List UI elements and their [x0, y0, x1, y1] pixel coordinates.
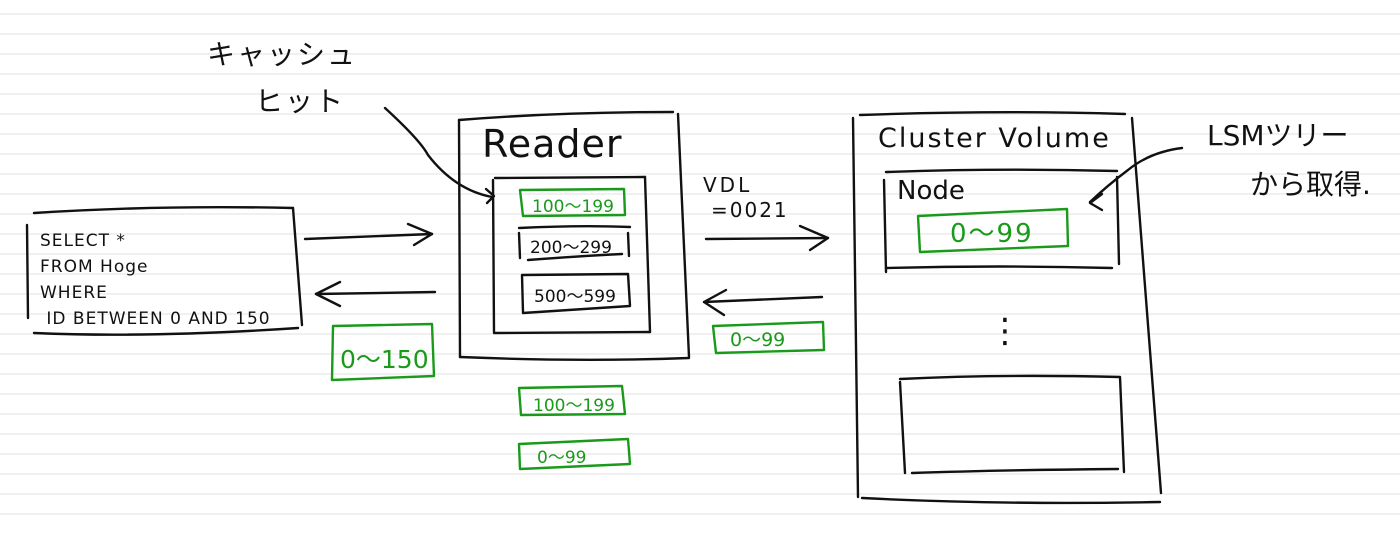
query-result-box: [330, 322, 436, 382]
reader-to-query-arrow: [314, 280, 437, 308]
reader-output-label-1: 100～199: [533, 396, 615, 416]
link-response-label: 0～99: [730, 329, 786, 351]
cache-hit-label-line1: キャッシュ: [207, 38, 358, 71]
vdl-label-line1: VDL: [703, 173, 753, 197]
reader-output-box-2-border: [517, 437, 632, 471]
cache-hit-label-line2: ヒット: [255, 85, 346, 118]
query-to-reader-arrow: [303, 222, 434, 247]
reader-output-label-2: 0～99: [537, 448, 587, 468]
cache-hit-pointer-arrow: [383, 106, 496, 205]
sql-line-3: WHERE: [40, 283, 108, 303]
cache-item-2-border: [517, 225, 632, 262]
cache-item-3-border: [520, 272, 632, 315]
link-response-box-border: [711, 320, 826, 355]
vdl-label-line2: =0021: [711, 198, 789, 222]
lsm-pointer-arrow: [1088, 146, 1184, 212]
cache-item-hit: 100～199: [532, 197, 614, 217]
lsm-label-line2: から取得.: [1250, 168, 1371, 201]
reader-title: Reader: [482, 122, 623, 166]
lsm-label-line1: LSMツリー: [1207, 119, 1349, 152]
cluster-second-node-box: [898, 374, 1126, 475]
reader-to-cluster-arrow: [704, 224, 830, 252]
sql-line-1: SELECT *: [40, 231, 126, 251]
node-title: Node: [897, 176, 965, 206]
reader-box: [457, 110, 691, 361]
cluster-ellipsis: ⋮: [988, 311, 1022, 351]
reader-cache-box: [491, 175, 652, 335]
sql-line-2: FROM Hoge: [40, 257, 149, 277]
sql-query: SELECT * FROM Hoge WHERE ID BETWEEN 0 AN…: [40, 228, 271, 332]
query-result-label: 0～150: [340, 345, 429, 374]
sql-line-4: ID BETWEEN 0 AND 150: [40, 309, 271, 329]
node-box: [882, 168, 1121, 274]
cache-item-1-border: [518, 187, 627, 218]
cache-item: 200～299: [530, 238, 612, 258]
reader-output-box-1-border: [517, 384, 627, 417]
cluster-volume-box: [851, 111, 1163, 505]
cache-item: 500～599: [534, 287, 616, 307]
query-box: [25, 205, 304, 336]
cluster-volume-title: Cluster Volume: [878, 123, 1111, 154]
cluster-to-reader-arrow: [702, 288, 824, 317]
node-item-label: 0～99: [950, 219, 1034, 249]
node-item-border: [916, 207, 1070, 254]
